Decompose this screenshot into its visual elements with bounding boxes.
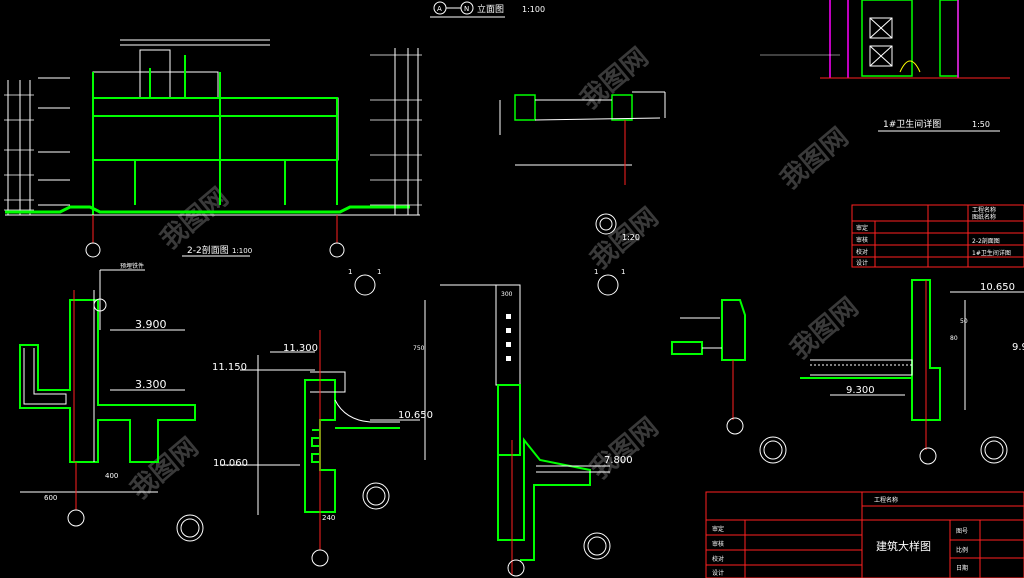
top-title-label: 立面图: [477, 3, 504, 15]
dim-80: 80: [950, 335, 958, 342]
section-2-2-drawing: 2-2剖面图 1:100: [4, 39, 422, 258]
small-tb-row-0: 审定: [856, 224, 868, 232]
small-title-block: 审定 审核 校对 设计 工程名称 图纸名称 2-2剖面图 1#卫生间详图: [851, 204, 1024, 268]
elev-10650-e: 10.650: [980, 282, 1015, 293]
beam-detail-1: 1:20: [499, 91, 666, 242]
callout-1-bot: 1: [377, 268, 381, 276]
dim-750: 750: [413, 345, 425, 352]
wall-detail-c: 300 750 7.800: [413, 284, 633, 577]
tb-right-row-0: 图号: [956, 528, 968, 535]
elev-3300: 3.300: [135, 378, 167, 391]
elev-11300: 11.300: [283, 343, 318, 354]
callout-1-top: 1: [348, 268, 352, 276]
dim-50: 50: [960, 318, 968, 325]
gutter-detail-a: 预埋铁件 3.900 3.300 600 400: [19, 262, 204, 542]
watermark-1: 我图网: [155, 182, 234, 255]
detail-scale-1-20: 1:20: [622, 233, 640, 242]
small-tb-row-1: 审核: [856, 236, 868, 244]
bathroom-title-scale: 1:50: [972, 120, 990, 129]
watermark-group: 我图网 我图网 我图网 我图网 我图网 我图网 我图网: [125, 42, 864, 505]
top-title-scale: 1:100: [522, 5, 545, 14]
section-title-label: 2-2剖面图: [187, 244, 229, 256]
watermark-5: 我图网: [585, 412, 664, 485]
callout-2-top: 1: [594, 268, 598, 276]
tb-row-2: 校对: [712, 555, 724, 563]
tb-row-3: 设计: [712, 569, 724, 577]
elev-9300: 9.300: [846, 385, 875, 396]
tb-drawing-name: 建筑大样图: [876, 539, 931, 553]
bathroom-detail: 1#卫生间详图 1:50: [760, 0, 1010, 132]
elev-3900: 3.900: [135, 318, 167, 331]
small-tb-item-0: 工程名称: [972, 206, 996, 214]
tb-row-0: 审定: [712, 525, 724, 533]
elev-9-9: 9.9: [1012, 342, 1024, 353]
dim-600: 600: [44, 494, 57, 502]
watermark-7: 我图网: [785, 292, 864, 365]
small-tb-item-3: 1#卫生间详图: [972, 249, 1011, 257]
elev-10060: 10.060: [213, 458, 248, 469]
top-title: A N 立面图 1:100: [430, 1, 545, 18]
small-tb-item-2: 2-2剖面图: [972, 237, 1000, 245]
elev-10650-b: 10.650: [398, 410, 433, 421]
section-title-scale: 1:100: [232, 247, 252, 255]
top-title-circle-a: A: [437, 5, 442, 13]
parapet-detail-b: 11.150 11.300 10.650 10.060 240: [212, 330, 433, 567]
elev-11150: 11.150: [212, 362, 247, 373]
tb-right-row-2: 日期: [956, 564, 968, 572]
tb-right-row-1: 比例: [956, 546, 968, 554]
dim-400: 400: [105, 472, 118, 480]
dim-300: 300: [501, 291, 513, 298]
roof-detail-e: 10.650 9.300 9.9 80 50: [759, 279, 1024, 465]
callout-2-bot: 1: [621, 268, 625, 276]
watermark-4: 我图网: [125, 432, 204, 505]
dim-240: 240: [322, 514, 335, 522]
eave-detail-d: [671, 299, 746, 435]
tb-project-label: 工程名称: [874, 496, 898, 504]
top-title-circle-n: N: [464, 5, 469, 13]
main-title-block: 工程名称 建筑大样图 审定 审核 校对 设计 图号 比例 日期: [705, 491, 1024, 578]
bathroom-title-label: 1#卫生间详图: [883, 118, 941, 130]
small-tb-row-2: 校对: [856, 248, 868, 256]
watermark-6: 我图网: [775, 122, 854, 195]
tb-row-1: 审核: [712, 540, 724, 548]
gutter-note: 预埋铁件: [120, 262, 144, 270]
small-tb-item-1: 图纸名称: [972, 213, 996, 221]
small-tb-row-3: 设计: [856, 259, 868, 267]
detail-callouts: 1 1 1 1: [348, 268, 625, 296]
elev-7800: 7.800: [604, 455, 633, 466]
watermark-2: 我图网: [575, 42, 654, 115]
